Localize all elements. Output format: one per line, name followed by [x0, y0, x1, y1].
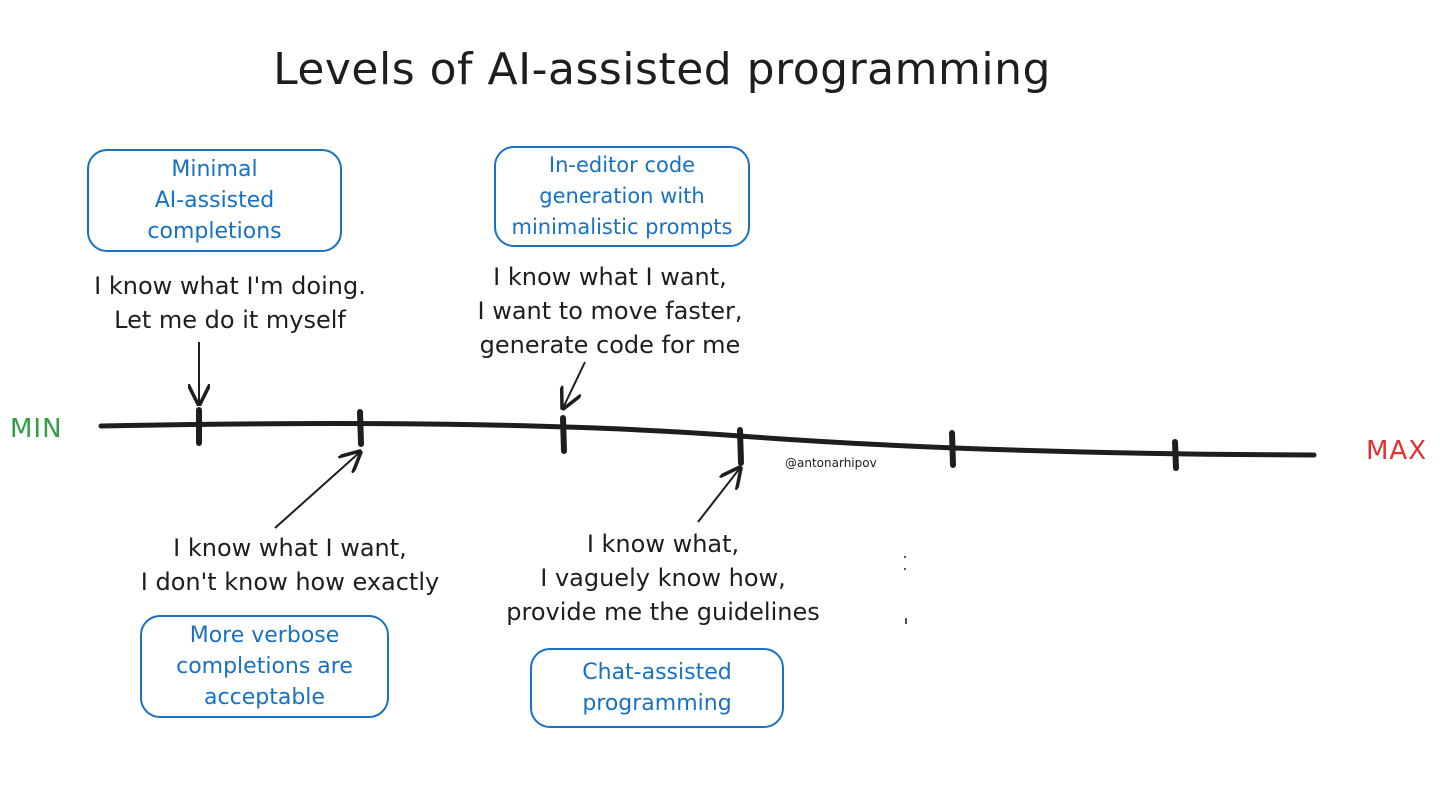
- level-1-name-box: Minimal AI-assisted completions: [87, 149, 342, 252]
- level-4-name-box: Chat-assisted programming: [530, 648, 784, 728]
- author-handle: @antonarhipov: [785, 456, 877, 470]
- scale-line: [98, 421, 1317, 458]
- arrow-level-4: [697, 468, 740, 523]
- level-3-name-box: In-editor code generation with minimalis…: [494, 146, 750, 247]
- level-1-quote: I know what I'm doing. Let me do it myse…: [94, 272, 366, 334]
- scale-tick-6: [1172, 439, 1179, 471]
- scale-tick-5: [949, 430, 956, 468]
- scale-tick-2: [357, 409, 364, 447]
- level-2-name-box: More verbose completions are acceptable: [140, 615, 389, 718]
- scale-tick-3: [560, 415, 567, 454]
- scale-max-label: MAX: [1366, 436, 1428, 466]
- diagram-title: Levels of AI-assisted programming: [273, 44, 1051, 95]
- level-2-quote: I know what I want, I don't know how exa…: [140, 534, 440, 596]
- arrow-level-3: [563, 361, 586, 408]
- scale-min-label: MIN: [10, 414, 63, 444]
- level-4-quote: I know what, I vaguely know how, provide…: [506, 530, 820, 626]
- scale-tick-4: [737, 427, 744, 466]
- arrow-level-2: [274, 452, 360, 529]
- level-3-quote: I know what I want, I want to move faste…: [477, 263, 743, 359]
